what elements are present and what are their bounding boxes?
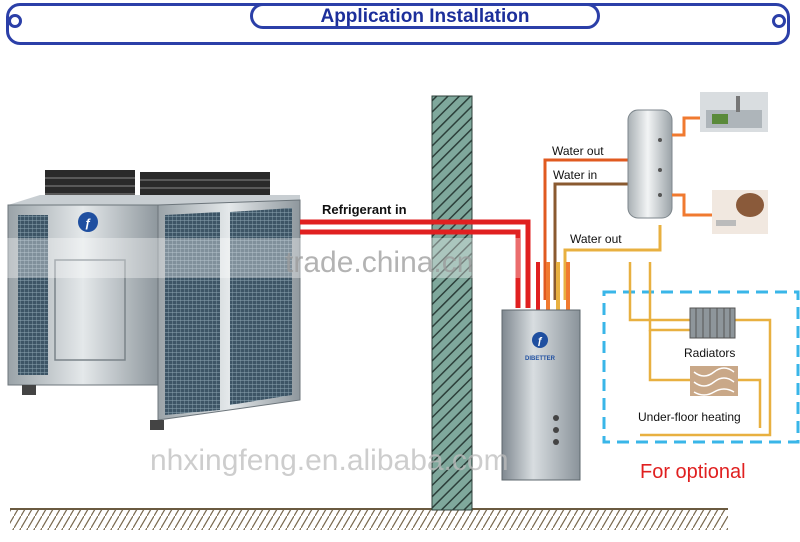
wash-basin-image bbox=[712, 190, 768, 234]
watermark-band: trade.china.cn nhxingfeng.en.alibaba.com bbox=[0, 238, 520, 477]
label-water-out-top: Water out bbox=[552, 144, 604, 158]
underfloor-heating-image bbox=[690, 366, 738, 396]
optional-zone-border bbox=[602, 290, 800, 444]
header-right-ring bbox=[772, 14, 786, 28]
watermark-trade: trade.china.cn bbox=[285, 246, 473, 279]
watermark-site: nhxingfeng.en.alibaba.com bbox=[150, 444, 509, 477]
label-under-floor-heating: Under-floor heating bbox=[638, 410, 741, 424]
svg-text:ƒ: ƒ bbox=[537, 336, 543, 347]
heating-pipes bbox=[628, 262, 772, 437]
header-left-ring bbox=[8, 14, 22, 28]
manifold-stubs bbox=[536, 262, 570, 310]
label-for-optional: For optional bbox=[640, 461, 746, 483]
tank-water-pipes bbox=[543, 158, 662, 300]
ground bbox=[10, 508, 728, 530]
module-brand: DIBETTER bbox=[525, 356, 556, 362]
label-radiators: Radiators bbox=[684, 346, 735, 360]
refrigerant-pipes bbox=[300, 219, 531, 308]
heat-pump-unit: ƒ bbox=[7, 170, 301, 430]
label-refrigerant-in: Refrigerant in bbox=[322, 202, 407, 217]
water-tank bbox=[627, 109, 673, 219]
kitchen-sink-image bbox=[700, 92, 768, 132]
indoor-module: ƒ DIBETTER bbox=[501, 309, 581, 481]
label-water-in: Water in bbox=[553, 168, 597, 182]
header-title-pill: Application Installation bbox=[250, 3, 600, 29]
svg-text:ƒ: ƒ bbox=[85, 216, 92, 230]
page-title: Application Installation bbox=[320, 6, 530, 27]
label-water-out-mid: Water out bbox=[570, 232, 622, 246]
tank-to-taps-pipes bbox=[672, 116, 712, 217]
wall bbox=[431, 95, 473, 511]
radiator-image bbox=[689, 307, 736, 339]
